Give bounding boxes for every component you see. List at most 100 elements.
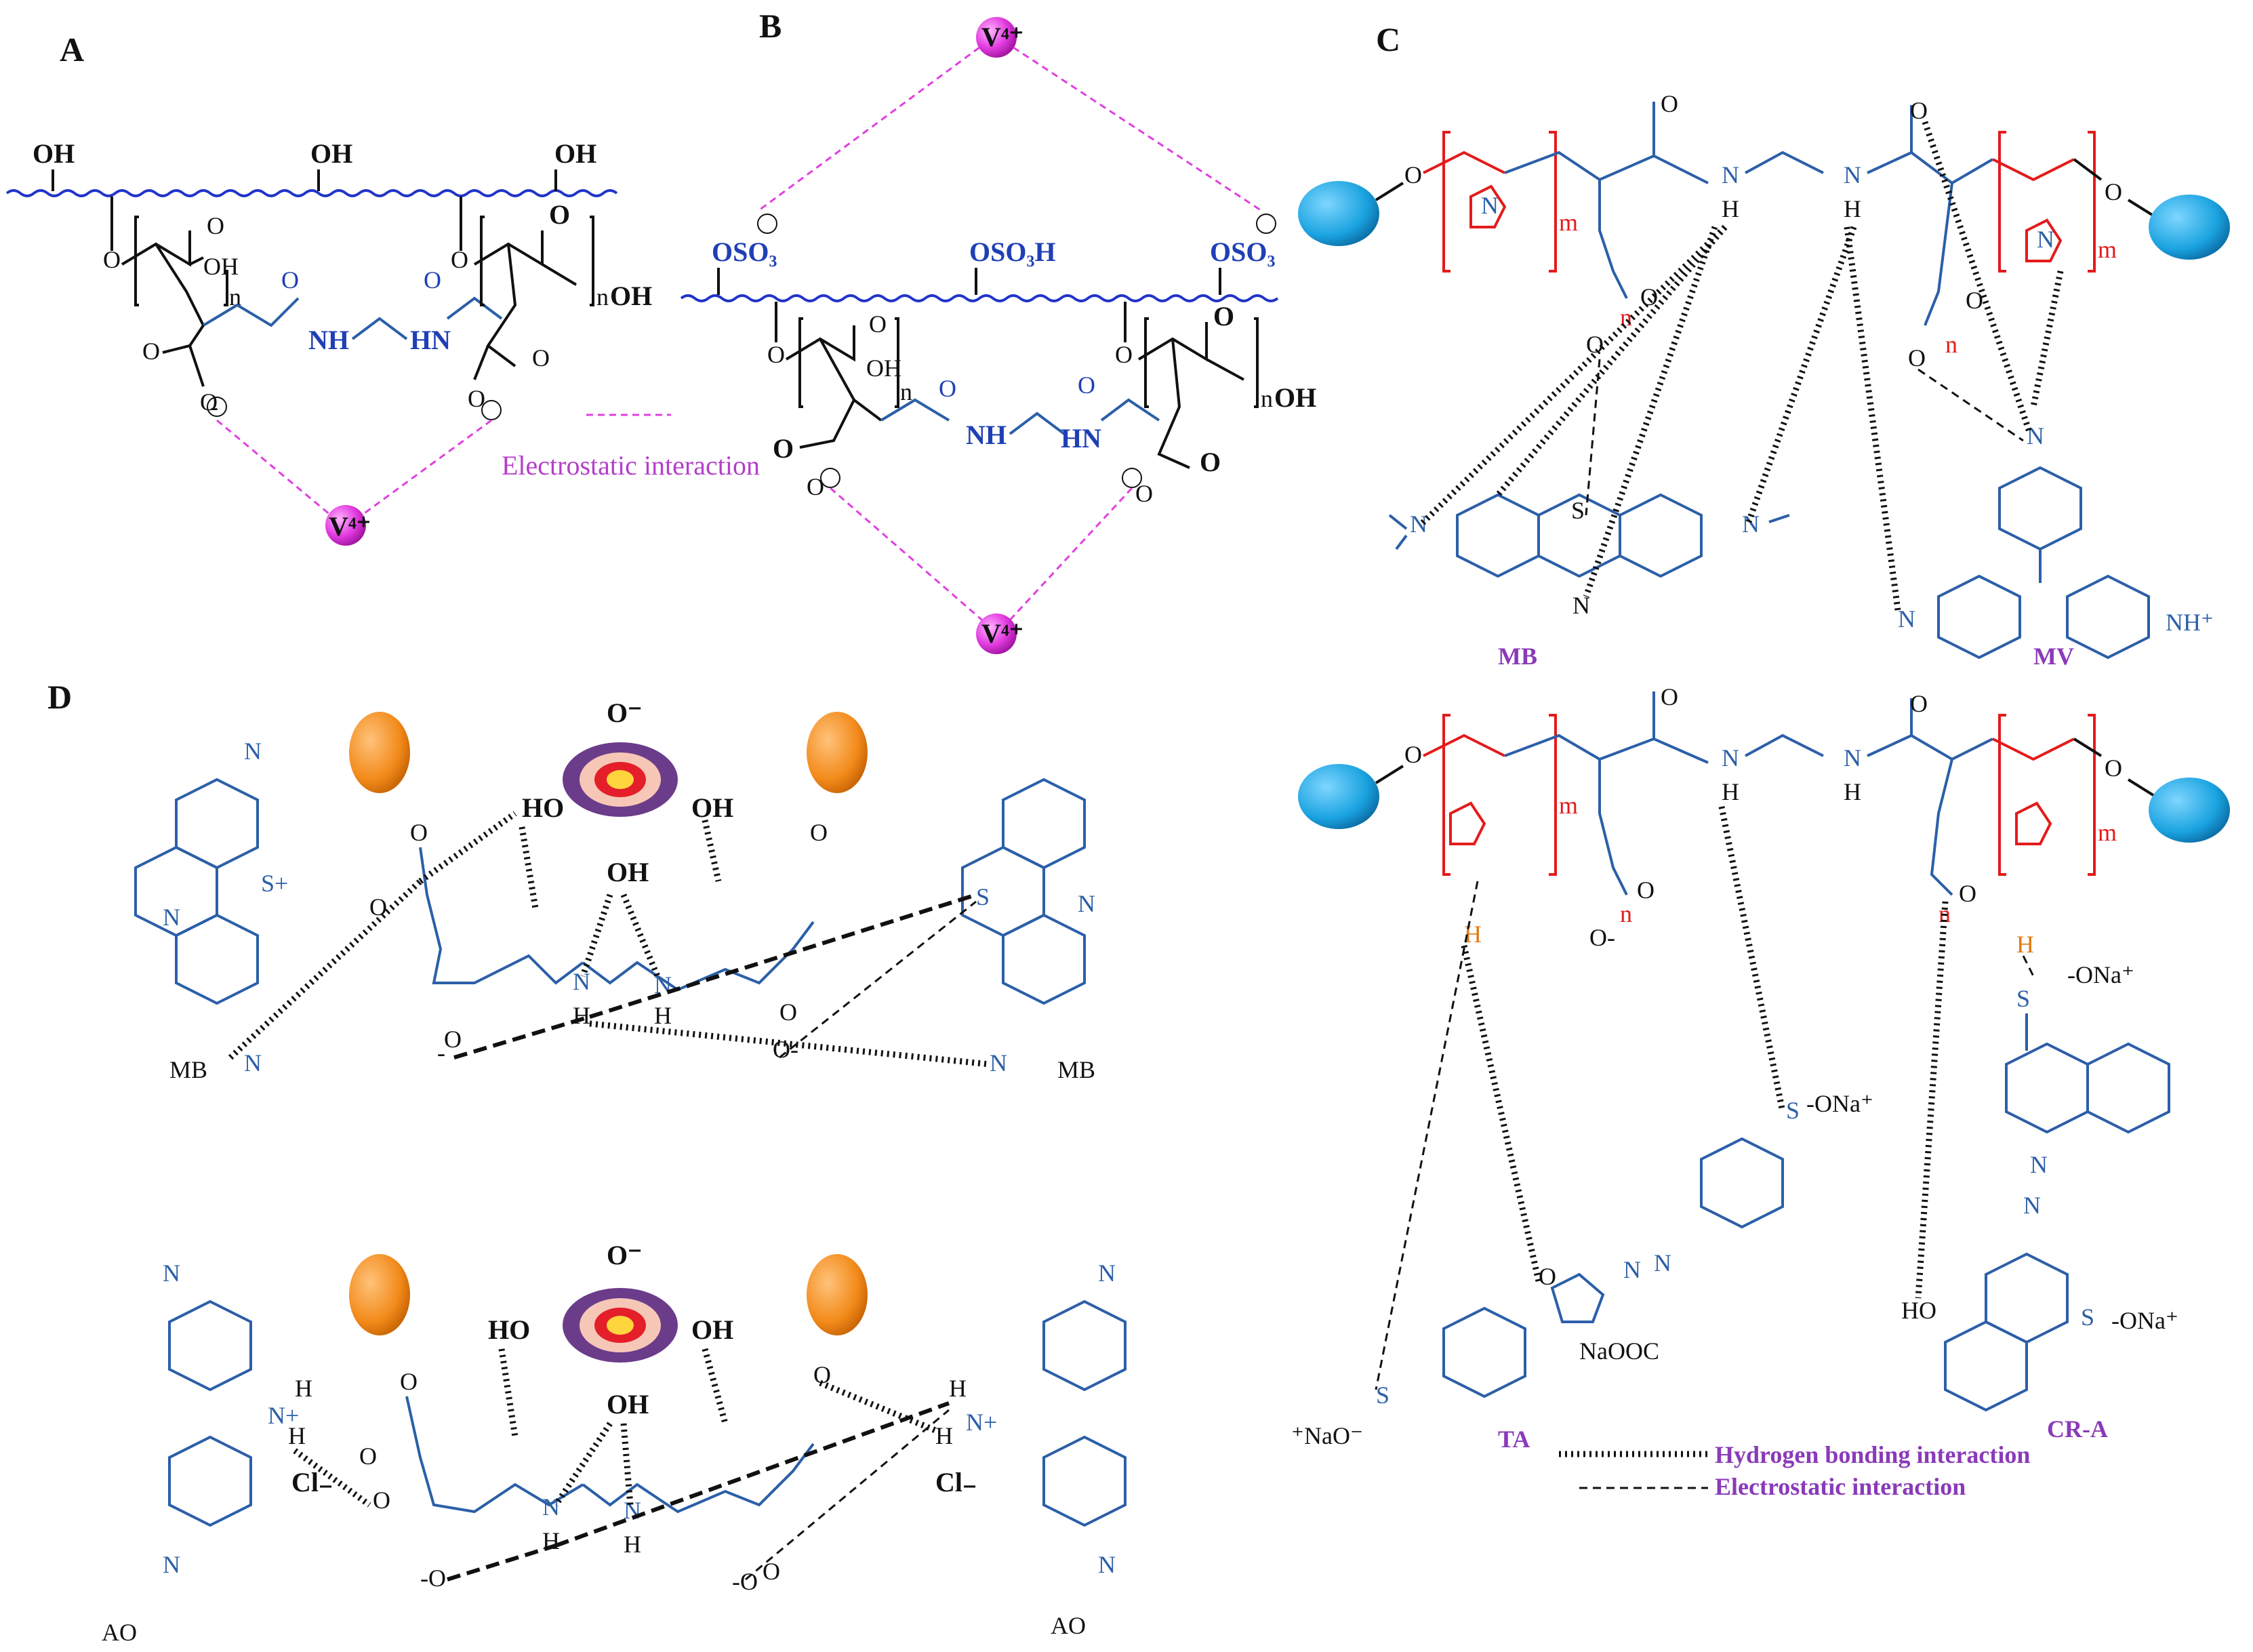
svg-text:-O: -O: [420, 1565, 446, 1592]
svg-text:N+: N+: [966, 1409, 997, 1436]
svg-text:n: n: [900, 378, 912, 405]
svg-text:O: O: [1637, 877, 1655, 904]
svg-text:S: S: [1571, 497, 1585, 524]
svg-text:N: N: [244, 1049, 262, 1076]
svg-text:O-: O-: [1589, 924, 1615, 951]
svg-text:O: O: [939, 375, 956, 402]
svg-text:-: -: [437, 1039, 445, 1066]
svg-text:O: O: [1586, 331, 1604, 358]
legend-es: Electrostatic interaction: [1715, 1473, 1966, 1500]
svg-text:O: O: [763, 1558, 780, 1585]
mv-ring-top: [1998, 466, 2082, 551]
svg-text:H: H: [1464, 921, 1482, 948]
svg-text:O: O: [1539, 1263, 1556, 1290]
svg-text:V⁴⁺: V⁴⁺: [981, 618, 1023, 649]
ta-ring-1: [1700, 1137, 1784, 1229]
bead-c-4: [2149, 778, 2230, 843]
svg-text:m: m: [1559, 209, 1578, 236]
svg-text:N: N: [1844, 744, 1861, 771]
d-mb-ring-3: [175, 913, 259, 1005]
svg-text:H: H: [935, 1422, 953, 1449]
svg-text:S: S: [2016, 985, 2030, 1012]
svg-text:O: O: [549, 199, 570, 230]
d-ao-ring-2: [168, 1435, 252, 1527]
panel-c-letter: C: [1376, 20, 1400, 58]
svg-text:OH: OH: [691, 1314, 733, 1345]
oso3-left: OSO₃: [712, 237, 777, 267]
svg-text:N: N: [2030, 1151, 2048, 1178]
svg-text:n: n: [1620, 900, 1632, 927]
bead-d-2: [807, 712, 868, 793]
svg-text:-O: -O: [732, 1568, 758, 1595]
svg-text:O: O: [1135, 480, 1153, 507]
panel-a-surface: [5, 189, 618, 197]
ta-nao: ⁺NaO⁻: [1291, 1422, 1363, 1449]
svg-text:n: n: [229, 283, 241, 310]
svg-text:H: H: [288, 1422, 306, 1449]
panel-b: B V⁴⁺ OSO₃ OSO₃H OSO₃ O O OH n O NH HN O…: [680, 7, 1316, 654]
bead-d-4: [807, 1254, 868, 1335]
oh-end-b: OH: [1274, 382, 1316, 413]
svg-text:H: H: [624, 1531, 641, 1558]
svg-text:N: N: [163, 1551, 180, 1578]
cra-ona: -ONa⁺: [2067, 961, 2134, 988]
svg-text:N: N: [1572, 592, 1590, 619]
svg-text:N: N: [244, 738, 262, 765]
panel-b-letter: B: [759, 7, 782, 45]
panel-d: D N S+ N N MB O O - O O⁻ HO OH OH O N N …: [47, 678, 1126, 1646]
svg-text:N: N: [1078, 890, 1095, 917]
svg-text:HO: HO: [522, 792, 564, 823]
svg-text:O: O: [2105, 754, 2122, 782]
ta-ona: -ONa⁺: [1806, 1090, 1873, 1117]
svg-text:O: O: [359, 1443, 377, 1470]
svg-text:OH: OH: [691, 792, 733, 823]
svg-text:OH: OH: [866, 355, 901, 382]
oh-label-3: OH: [554, 138, 596, 169]
core-o-minus-1: O⁻: [607, 698, 642, 728]
oso3-right: OSO₃: [1210, 237, 1275, 267]
svg-text:O: O: [281, 266, 299, 294]
label-ta: TA: [1498, 1426, 1530, 1453]
panel-a-letter: A: [60, 31, 84, 68]
svg-text:O: O: [400, 1368, 418, 1395]
svg-text:N: N: [2027, 422, 2044, 449]
ta-ring-2: [1442, 1306, 1526, 1398]
amide-hn-b: HN: [1061, 423, 1101, 454]
svg-text:HO: HO: [1901, 1297, 1936, 1324]
d-ao-ring-1: [168, 1300, 252, 1392]
svg-text:N: N: [1844, 161, 1861, 188]
svg-text:O: O: [373, 1487, 390, 1514]
svg-text:S: S: [976, 883, 990, 910]
svg-text:AO: AO: [102, 1619, 137, 1646]
svg-text:H: H: [949, 1375, 967, 1402]
svg-text:O: O: [807, 473, 824, 500]
svg-text:O: O: [1959, 880, 1976, 907]
svg-text:H: H: [295, 1375, 312, 1402]
svg-text:-: -: [210, 393, 218, 420]
vanadium-ion-b-top: [976, 17, 1017, 58]
svg-text:MB: MB: [1057, 1056, 1095, 1083]
cra-ring-1: [2005, 1042, 2089, 1134]
svg-text:O: O: [532, 344, 550, 371]
svg-text:O: O: [1200, 447, 1221, 477]
svg-text:H: H: [1844, 778, 1861, 805]
svg-text:O: O: [1213, 301, 1234, 331]
svg-text:H: H: [1722, 778, 1739, 805]
vanadium-ion-a: [325, 505, 366, 546]
panel-a: A OH OH OH O O OH n O NH HN O O O - O: [5, 31, 760, 546]
svg-text:N: N: [1898, 605, 1915, 632]
core-o-minus-2: O⁻: [607, 1240, 642, 1270]
d-ao2-ring-2: [1042, 1435, 1126, 1527]
svg-text:O: O: [1404, 161, 1422, 188]
legend-hb: Hydrogen bonding interaction: [1715, 1441, 2030, 1468]
oh-label-1: OH: [33, 138, 75, 169]
svg-text:O: O: [1910, 97, 1928, 124]
d-mb2-ring-3: [1002, 913, 1086, 1005]
svg-text:S: S: [2081, 1304, 2094, 1331]
svg-text:n: n: [596, 283, 609, 310]
svg-text:H: H: [654, 1002, 672, 1029]
amide-nh-b: NH: [966, 420, 1007, 450]
svg-text:N: N: [624, 1497, 641, 1524]
svg-text:O: O: [444, 1026, 462, 1053]
svg-text:O: O: [103, 246, 121, 273]
